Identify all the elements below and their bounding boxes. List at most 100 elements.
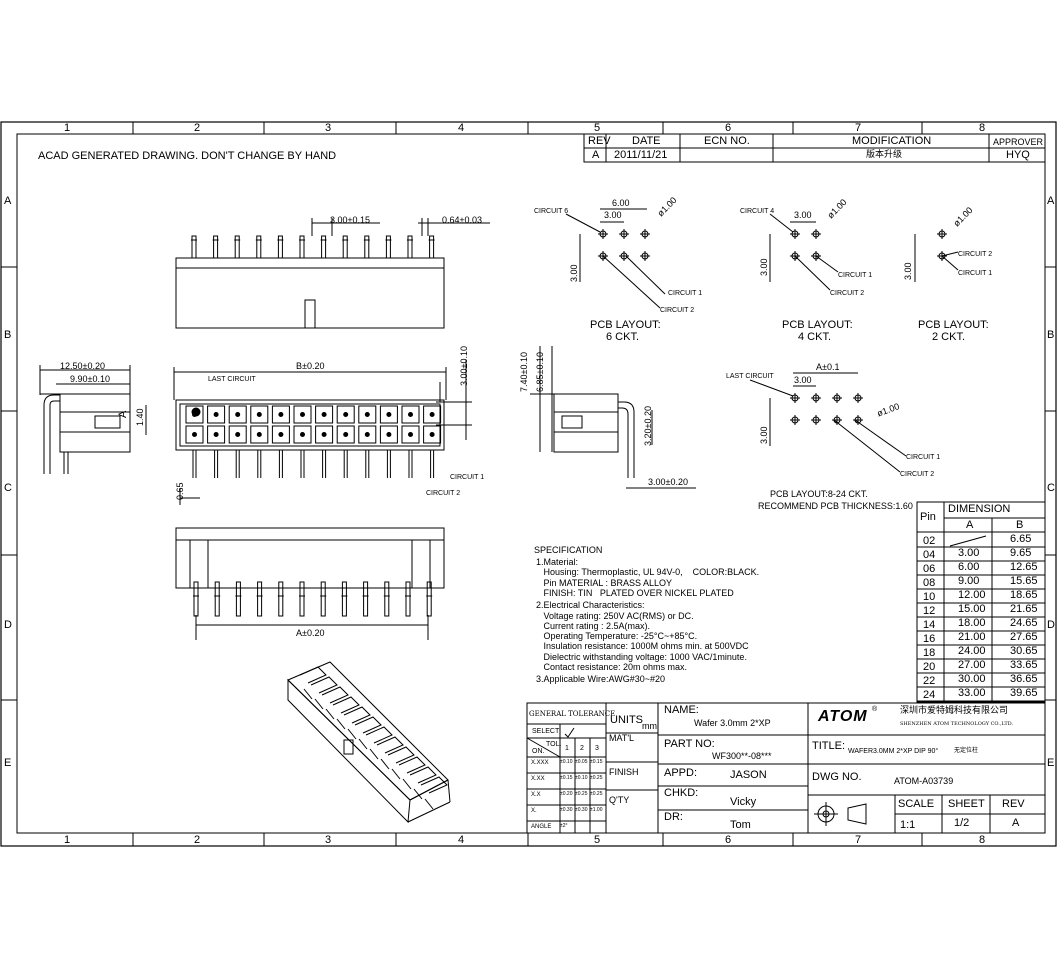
tol-row-label: X.XXX xyxy=(531,760,549,766)
name-label: NAME: xyxy=(664,704,699,716)
dim-row-a: 33.00 xyxy=(958,687,986,699)
dim-12-50: 12.50±0.20 xyxy=(60,361,105,371)
pcb4-pitch: 3.00 xyxy=(794,210,812,220)
spec-line: FINISH: TIN PLATED OVER NICKEL PLATED xyxy=(536,587,734,598)
pcb6-circuit1: CIRCUIT 1 xyxy=(668,290,703,297)
label-circuit-2: CIRCUIT 2 xyxy=(426,490,461,497)
spec-line: Insulation resistance: 1000M ohms min. a… xyxy=(536,641,749,652)
dim-row-pin: 08 xyxy=(923,577,936,589)
dim-row-a: 3.00 xyxy=(958,547,980,559)
dim-3-00-horizontal: 3.00±0.20 xyxy=(648,477,688,487)
zone-col-top: 7 xyxy=(855,122,862,134)
dim-row-a: 12.00 xyxy=(958,589,986,601)
dim-row-pin: 12 xyxy=(923,605,936,617)
dim-row-b: 15.65 xyxy=(1010,575,1038,587)
zone-row-left: A xyxy=(4,195,12,207)
pcb6-ckt: 6 CKT. xyxy=(606,331,640,343)
units-value: mm xyxy=(642,721,657,731)
tol-col-2: 2 xyxy=(580,745,584,752)
zone-col-bottom: 1 xyxy=(64,834,71,846)
dim-row-a: 6.00 xyxy=(958,561,980,573)
spec-line: 3.Applicable Wire:AWG#30~#20 xyxy=(536,674,665,685)
dim-row-a: 9.00 xyxy=(958,575,980,587)
dim-row-a: 30.00 xyxy=(958,673,986,685)
dim-row-pin: 10 xyxy=(923,591,936,603)
finish-label: FINISH xyxy=(609,767,639,777)
dim-row-pin: 18 xyxy=(923,647,936,659)
pcb2-ckt: 2 CKT. xyxy=(932,331,966,343)
dim-row-b: 6.65 xyxy=(1010,533,1032,545)
tol-select: SELECT xyxy=(532,728,560,735)
dim-row-a: 24.00 xyxy=(958,645,986,657)
dim-row-a: 21.00 xyxy=(958,631,986,643)
dim-row-a: 27.00 xyxy=(958,659,986,671)
tol-tol: TOL. xyxy=(546,741,562,748)
tol-row-v1: ±0.10 xyxy=(560,759,573,765)
spec-line: Dielectric withstanding voltage: 1000 VA… xyxy=(536,651,747,662)
spec-line: Current rating : 2.5A(max). xyxy=(536,620,651,631)
dwg-label: DWG NO. xyxy=(812,771,862,783)
pcb4-ckt: 4 CKT. xyxy=(798,331,832,343)
sheet-value: 1/2 xyxy=(954,817,970,829)
zone-col-top: 8 xyxy=(979,122,986,134)
spec-line: 2.Electrical Characteristics: xyxy=(536,600,645,611)
zone-col-bottom: 4 xyxy=(458,834,465,846)
dim-b: B±0.20 xyxy=(296,361,325,371)
pcb6-circuit6: CIRCUIT 6 xyxy=(534,208,569,215)
rev-header-modification: MODIFICATION xyxy=(852,135,932,147)
zone-row-left: D xyxy=(4,619,12,631)
dim-pitch: 3.00±0.15 xyxy=(330,215,370,225)
spec-line: Voltage rating: 250V AC(RMS) or DC. xyxy=(536,610,694,621)
tol-on: ON. xyxy=(532,748,545,755)
tol-row-v3: ±0.25 xyxy=(590,791,603,797)
dim-row-b: 33.65 xyxy=(1010,659,1038,671)
appd-value: JASON xyxy=(730,769,767,781)
pcbm-last: LAST CIRCUIT xyxy=(726,373,774,380)
pcb6-vertical: 3.00 xyxy=(569,264,579,282)
zone-col-bottom: 5 xyxy=(594,834,601,846)
dim-table-b: B xyxy=(1016,519,1024,531)
pcbm-circuit2: CIRCUIT 2 xyxy=(900,471,935,478)
title-note: 无定位柱 xyxy=(954,747,979,754)
tol-row-v2: ±0.30 xyxy=(575,807,588,813)
dim-row-a: 18.00 xyxy=(958,617,986,629)
dim-row-b: 24.65 xyxy=(1010,617,1038,629)
pcbm-a: A±0.1 xyxy=(816,362,840,372)
pcb4-circuit2: CIRCUIT 2 xyxy=(830,290,865,297)
rev-label: REV xyxy=(1002,798,1025,810)
dim-row-pin: 02 xyxy=(923,535,936,547)
dim-pin-width: 0.64±0.03 xyxy=(442,215,482,225)
part-label: PART NO: xyxy=(664,738,715,750)
dr-value: Tom xyxy=(730,819,751,831)
title-label: TITLE: xyxy=(812,740,846,752)
tol-row-v1: ±0.20 xyxy=(560,791,573,797)
pcbm-circuit1: CIRCUIT 1 xyxy=(906,454,941,461)
title-value: WAFER3.0MM 2*XP DIP 90° xyxy=(848,748,939,755)
matl-label: MAT'L xyxy=(609,733,635,743)
tol-row-v2: ±0.10 xyxy=(575,775,588,781)
tol-row-label: X.X xyxy=(531,792,541,798)
tol-row-v1: ±0.15 xyxy=(560,775,573,781)
dim-row-b: 36.65 xyxy=(1010,673,1038,685)
tol-row-v3: ±1.00 xyxy=(590,807,603,813)
pcbm-thickness: RECOMMEND PCB THICKNESS:1.60 xyxy=(758,501,913,511)
dim-6-85: 6.85±0.10 xyxy=(535,352,545,392)
zone-row-right: A xyxy=(1047,195,1055,207)
spec-line: 1.Material: xyxy=(536,557,579,567)
rev-header-approver: APPROVER xyxy=(993,137,1044,147)
zone-row-right: D xyxy=(1047,619,1055,631)
pcb4-vertical: 3.00 xyxy=(759,258,769,276)
tol-row-v1: ±2° xyxy=(560,823,568,829)
chkd-value: Vicky xyxy=(730,796,757,808)
dr-label: DR: xyxy=(664,811,683,823)
dim-row-pin: 20 xyxy=(923,661,936,673)
pcb2-circuit1: CIRCUIT 1 xyxy=(958,270,993,277)
dim-row-pin: 06 xyxy=(923,563,936,575)
zone-col-top: 1 xyxy=(64,122,71,134)
zone-col-top: 6 xyxy=(725,122,732,134)
dwg-value: ATOM-A03739 xyxy=(894,776,954,786)
zone-row-left: E xyxy=(4,757,12,769)
tol-row-v3: ±0.15 xyxy=(590,759,603,765)
company-logo: ATOM xyxy=(818,708,868,725)
